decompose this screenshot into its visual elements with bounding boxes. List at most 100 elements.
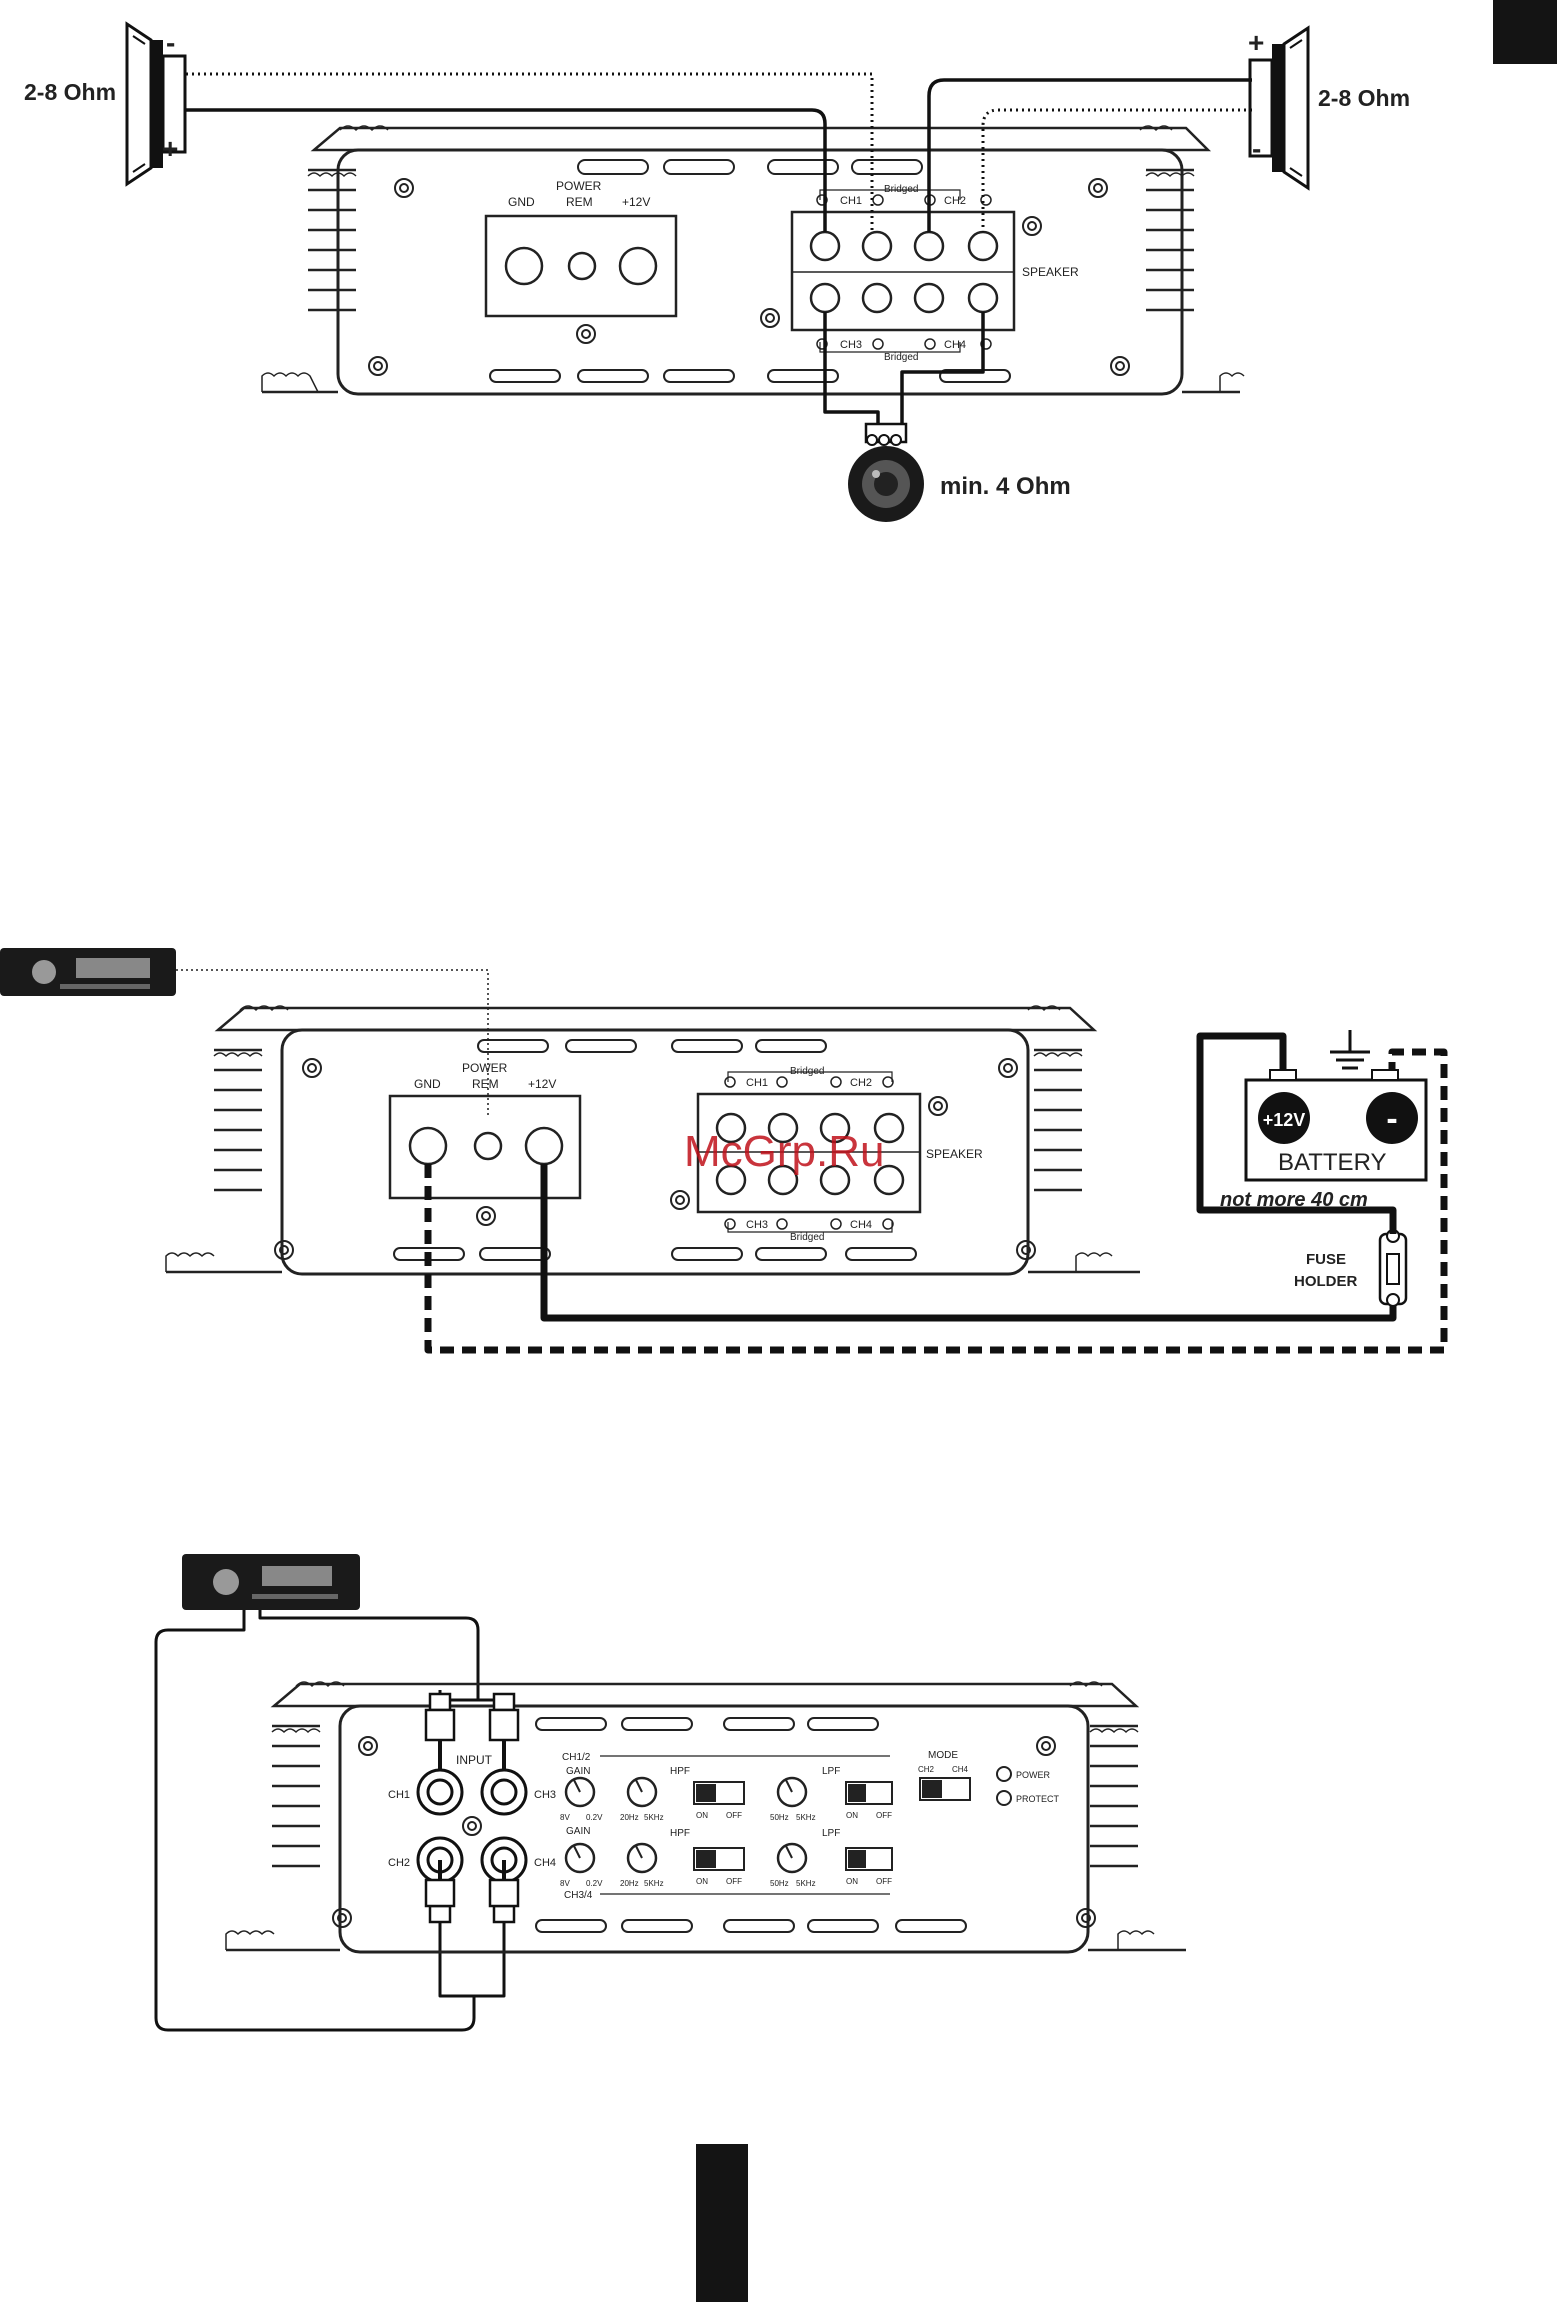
hpf-min-2: 20Hz [620,1879,639,1888]
ground-symbol-icon [1330,1030,1370,1070]
ch12-label: CH1/2 [562,1752,591,1763]
gain-label-2: GAIN [566,1826,590,1837]
right-speaker-impedance: 2-8 Ohm [1318,85,1410,111]
speaker-terminal-block: SPEAKER CH1 CH2 Bridged CH3 CH4 Bridged [790,184,1079,363]
fuse-holder [1378,1229,1408,1307]
lpf-off-2: OFF [876,1877,892,1886]
remote-wire [176,969,489,1118]
hpf-off-2: OFF [726,1877,742,1886]
power-ch4-label: CH4 [850,1219,872,1231]
lpf-label-1: LPF [822,1766,840,1777]
lpf-off-1: OFF [876,1811,892,1820]
input-label: INPUT [456,1753,493,1767]
rca-cables [154,1610,506,2032]
input-ch3: CH3 [534,1789,556,1801]
battery-plus-label: +12V [1263,1110,1306,1130]
gain-min-1: 8V [560,1813,570,1822]
lpf-on-1: ON [846,1811,858,1820]
ch1-label: CH1 [840,195,862,207]
lpf-on-2: ON [846,1877,858,1886]
protect-led-icon [996,1790,1012,1806]
power-power-label: POWER [462,1061,508,1075]
hpf-switch-1[interactable] [693,1781,745,1805]
speaker-label: SPEAKER [1022,265,1079,279]
right-speaker-plus: + [1248,27,1264,58]
speaker-wiring-diagram: 2-8 Ohm - + 2-8 Ohm + - [24,22,1410,522]
power-terminal-block: GND POWER REM +12V [484,179,678,318]
ch3-label: CH3 [840,339,862,351]
power-led-label: POWER [1016,1770,1051,1780]
lpf-knob-2[interactable] [776,1842,808,1874]
subwoofer [848,422,924,522]
lpf-min-1: 50Hz [770,1813,789,1822]
gain-knob-2[interactable] [564,1842,596,1874]
hpf-max-1: 5KHz [644,1813,664,1822]
lpf-knob-1[interactable] [776,1776,808,1808]
hpf-on-2: ON [696,1877,708,1886]
hpf-label-1: HPF [670,1766,690,1777]
fuse-label-2: HOLDER [1294,1273,1358,1290]
lpf-switch-1[interactable] [845,1781,893,1805]
power-wiring-diagram: GND POWER REM +12V SPEAKER CH1 CH2 Bridg… [0,948,1448,1354]
mode-ch4: CH4 [952,1765,969,1774]
mode-label: MODE [928,1750,958,1761]
amplifier-power: GND POWER REM +12V SPEAKER CH1 CH2 Bridg… [165,1005,1140,1276]
power-rem-label: REM [472,1077,499,1091]
ch34-label: CH3/4 [564,1890,593,1901]
hpf-knob-1[interactable] [626,1776,658,1808]
battery: +12V - BATTERY [1244,1069,1428,1182]
power-bridged-bottom: Bridged [790,1232,824,1243]
lpf-max-1: 5KHz [796,1813,816,1822]
protect-led-label: PROTECT [1016,1794,1060,1804]
ch4-label: CH4 [944,339,966,351]
hpf-label-2: HPF [670,1828,690,1839]
hpf-on-1: ON [696,1811,708,1820]
left-speaker-impedance: 2-8 Ohm [24,79,116,105]
hpf-switch-2[interactable] [693,1847,745,1871]
amplifier-top [261,125,1245,396]
battery-label: BATTERY [1278,1149,1386,1176]
left-speaker-plus: + [162,133,178,164]
head-unit-2 [182,1554,360,1610]
lpf-switch-2[interactable] [845,1847,893,1871]
speaker-wires [186,72,1252,428]
power-ch1-label: CH1 [746,1077,768,1089]
hpf-knob-2[interactable] [626,1842,658,1874]
power-ch2-label: CH2 [850,1077,872,1089]
hpf-off-1: OFF [726,1811,742,1820]
power-label: POWER [556,179,602,193]
gain-max-1: 0.2V [586,1813,603,1822]
bridged-bottom-label: Bridged [884,352,918,363]
power-gnd-label: GND [414,1077,441,1091]
v12-label: +12V [622,195,650,209]
rem-label: REM [566,195,593,209]
head-unit-1 [0,948,176,996]
input-ch1: CH1 [388,1789,410,1801]
gain-max-2: 0.2V [586,1879,603,1888]
gnd-label: GND [508,195,535,209]
mode-switch[interactable] [919,1777,971,1801]
amplifier-input: INPUT CH1 CH3 CH2 CH4 CH1/2 GAIN 8V 0.2V… [225,1681,1186,1954]
distance-note: not more 40 cm [1220,1189,1368,1211]
input-ch2: CH2 [388,1857,410,1869]
left-speaker-minus: - [166,27,175,58]
power-v12-label: +12V [528,1077,556,1091]
corner-tab [1493,0,1557,64]
gain-min-2: 8V [560,1879,570,1888]
power-led-icon [996,1766,1012,1782]
lpf-min-2: 50Hz [770,1879,789,1888]
fuse-label-1: FUSE [1306,1251,1346,1268]
power-ch3-label: CH3 [746,1219,768,1231]
watermark: McGrp.Ru [684,1127,884,1176]
battery-minus-label: - [1386,1100,1397,1138]
lpf-label-2: LPF [822,1828,840,1839]
subwoofer-impedance: min. 4 Ohm [940,473,1071,500]
gain-knob-1[interactable] [564,1776,596,1808]
gain-label-1: GAIN [566,1766,590,1777]
right-speaker-minus: - [1252,133,1261,164]
hpf-min-1: 20Hz [620,1813,639,1822]
input-wiring-diagram: INPUT CH1 CH3 CH2 CH4 CH1/2 GAIN 8V 0.2V… [154,1554,1186,2032]
power-wires [424,1032,1448,1354]
lpf-max-2: 5KHz [796,1879,816,1888]
